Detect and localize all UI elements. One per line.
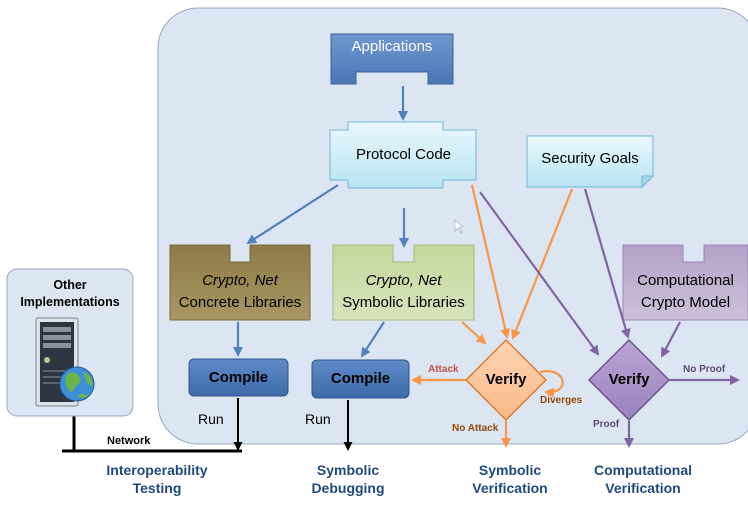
arrow-diverges-loop xyxy=(539,370,564,398)
outcome-symbolic-debugging: Symbolic Debugging xyxy=(293,461,403,497)
concrete-libraries-line2: Concrete Libraries xyxy=(178,293,302,311)
outcome-interoperability: Interoperability Testing xyxy=(82,461,232,497)
crypto-model-label: Computational Crypto Model xyxy=(623,270,748,314)
arrow-symlib-to-verify-sym xyxy=(461,321,487,345)
other-implementations-line1: Other xyxy=(53,278,87,292)
run-symbolic-label: Run xyxy=(305,411,331,427)
network-label: Network xyxy=(107,435,151,447)
outcome-computational-verification: Computational Verification xyxy=(573,461,713,497)
framework-panel xyxy=(157,7,748,445)
globe-icon xyxy=(59,366,95,402)
symbolic-libraries-label: Crypto, Net Symbolic Libraries xyxy=(333,270,474,314)
applications-label: Applications xyxy=(351,38,433,55)
concrete-libraries-node xyxy=(169,244,311,321)
outcome-interoperability-line2: Testing xyxy=(132,480,182,497)
outcome-computational-verification-line1: Computational xyxy=(594,462,692,478)
verify-symbolic-node xyxy=(464,338,548,422)
concrete-libraries-label: Crypto, Net Concrete Libraries xyxy=(170,270,310,314)
run-concrete-label: Run xyxy=(198,411,224,427)
outcome-symbolic-verification-line1: Symbolic xyxy=(478,462,542,478)
protocol-code-node xyxy=(329,121,477,189)
arrow-protocol-to-verify-comp xyxy=(479,191,600,356)
outcome-symbolic-verification-line2: Verification xyxy=(472,480,548,497)
verify-computational-label: Verify xyxy=(608,371,650,388)
applications-node xyxy=(330,33,454,85)
symbolic-libraries-line2: Symbolic Libraries xyxy=(342,293,465,311)
arrow-model-to-verify-comp xyxy=(661,321,681,358)
arrow-symbolic-to-compile xyxy=(360,321,385,358)
attack-label: Attack xyxy=(428,364,459,375)
compile-symbolic-label: Compile xyxy=(330,370,391,387)
protocol-code-label: Protocol Code xyxy=(355,146,452,163)
concrete-libraries-line1: Crypto, Net xyxy=(202,272,278,289)
outcome-interoperability-line1: Interoperability xyxy=(106,462,208,478)
arrow-protocol-to-verify-sym xyxy=(470,184,511,339)
diverges-label: Diverges xyxy=(540,395,583,406)
symbolic-libraries-node xyxy=(332,244,475,321)
security-goals-label: Security Goals xyxy=(541,150,639,167)
outcome-symbolic-verification: Symbolic Verification xyxy=(455,461,565,497)
no-attack-label: No Attack xyxy=(452,423,499,434)
outcome-symbolic-debugging-line2: Debugging xyxy=(311,480,385,497)
compile-concrete-node xyxy=(188,358,289,397)
outcome-symbolic-debugging-line1: Symbolic xyxy=(316,462,380,478)
compile-concrete-label: Compile xyxy=(208,368,269,386)
other-implementations-line2: Implementations xyxy=(20,294,120,309)
crypto-model-line2: Crypto Model xyxy=(640,293,731,311)
compile-symbolic-node xyxy=(311,359,410,399)
other-implementations-label: Other Implementations xyxy=(7,277,133,311)
symbolic-libraries-line1: Crypto, Net xyxy=(365,272,442,289)
crypto-model-line1: Computational xyxy=(637,272,734,289)
arrow-goals-to-verify-sym xyxy=(511,188,574,340)
proof-label: Proof xyxy=(593,419,620,430)
verify-computational-node xyxy=(587,338,671,422)
arrow-goals-to-verify-comp xyxy=(583,188,631,339)
outcome-computational-verification-line2: Verification xyxy=(605,480,681,497)
verify-symbolic-label: Verify xyxy=(485,371,527,388)
arrow-protocol-to-concrete xyxy=(246,184,339,245)
no-proof-label: No Proof xyxy=(683,364,726,375)
crypto-model-node xyxy=(622,244,748,321)
mouse-cursor-icon xyxy=(454,219,464,234)
